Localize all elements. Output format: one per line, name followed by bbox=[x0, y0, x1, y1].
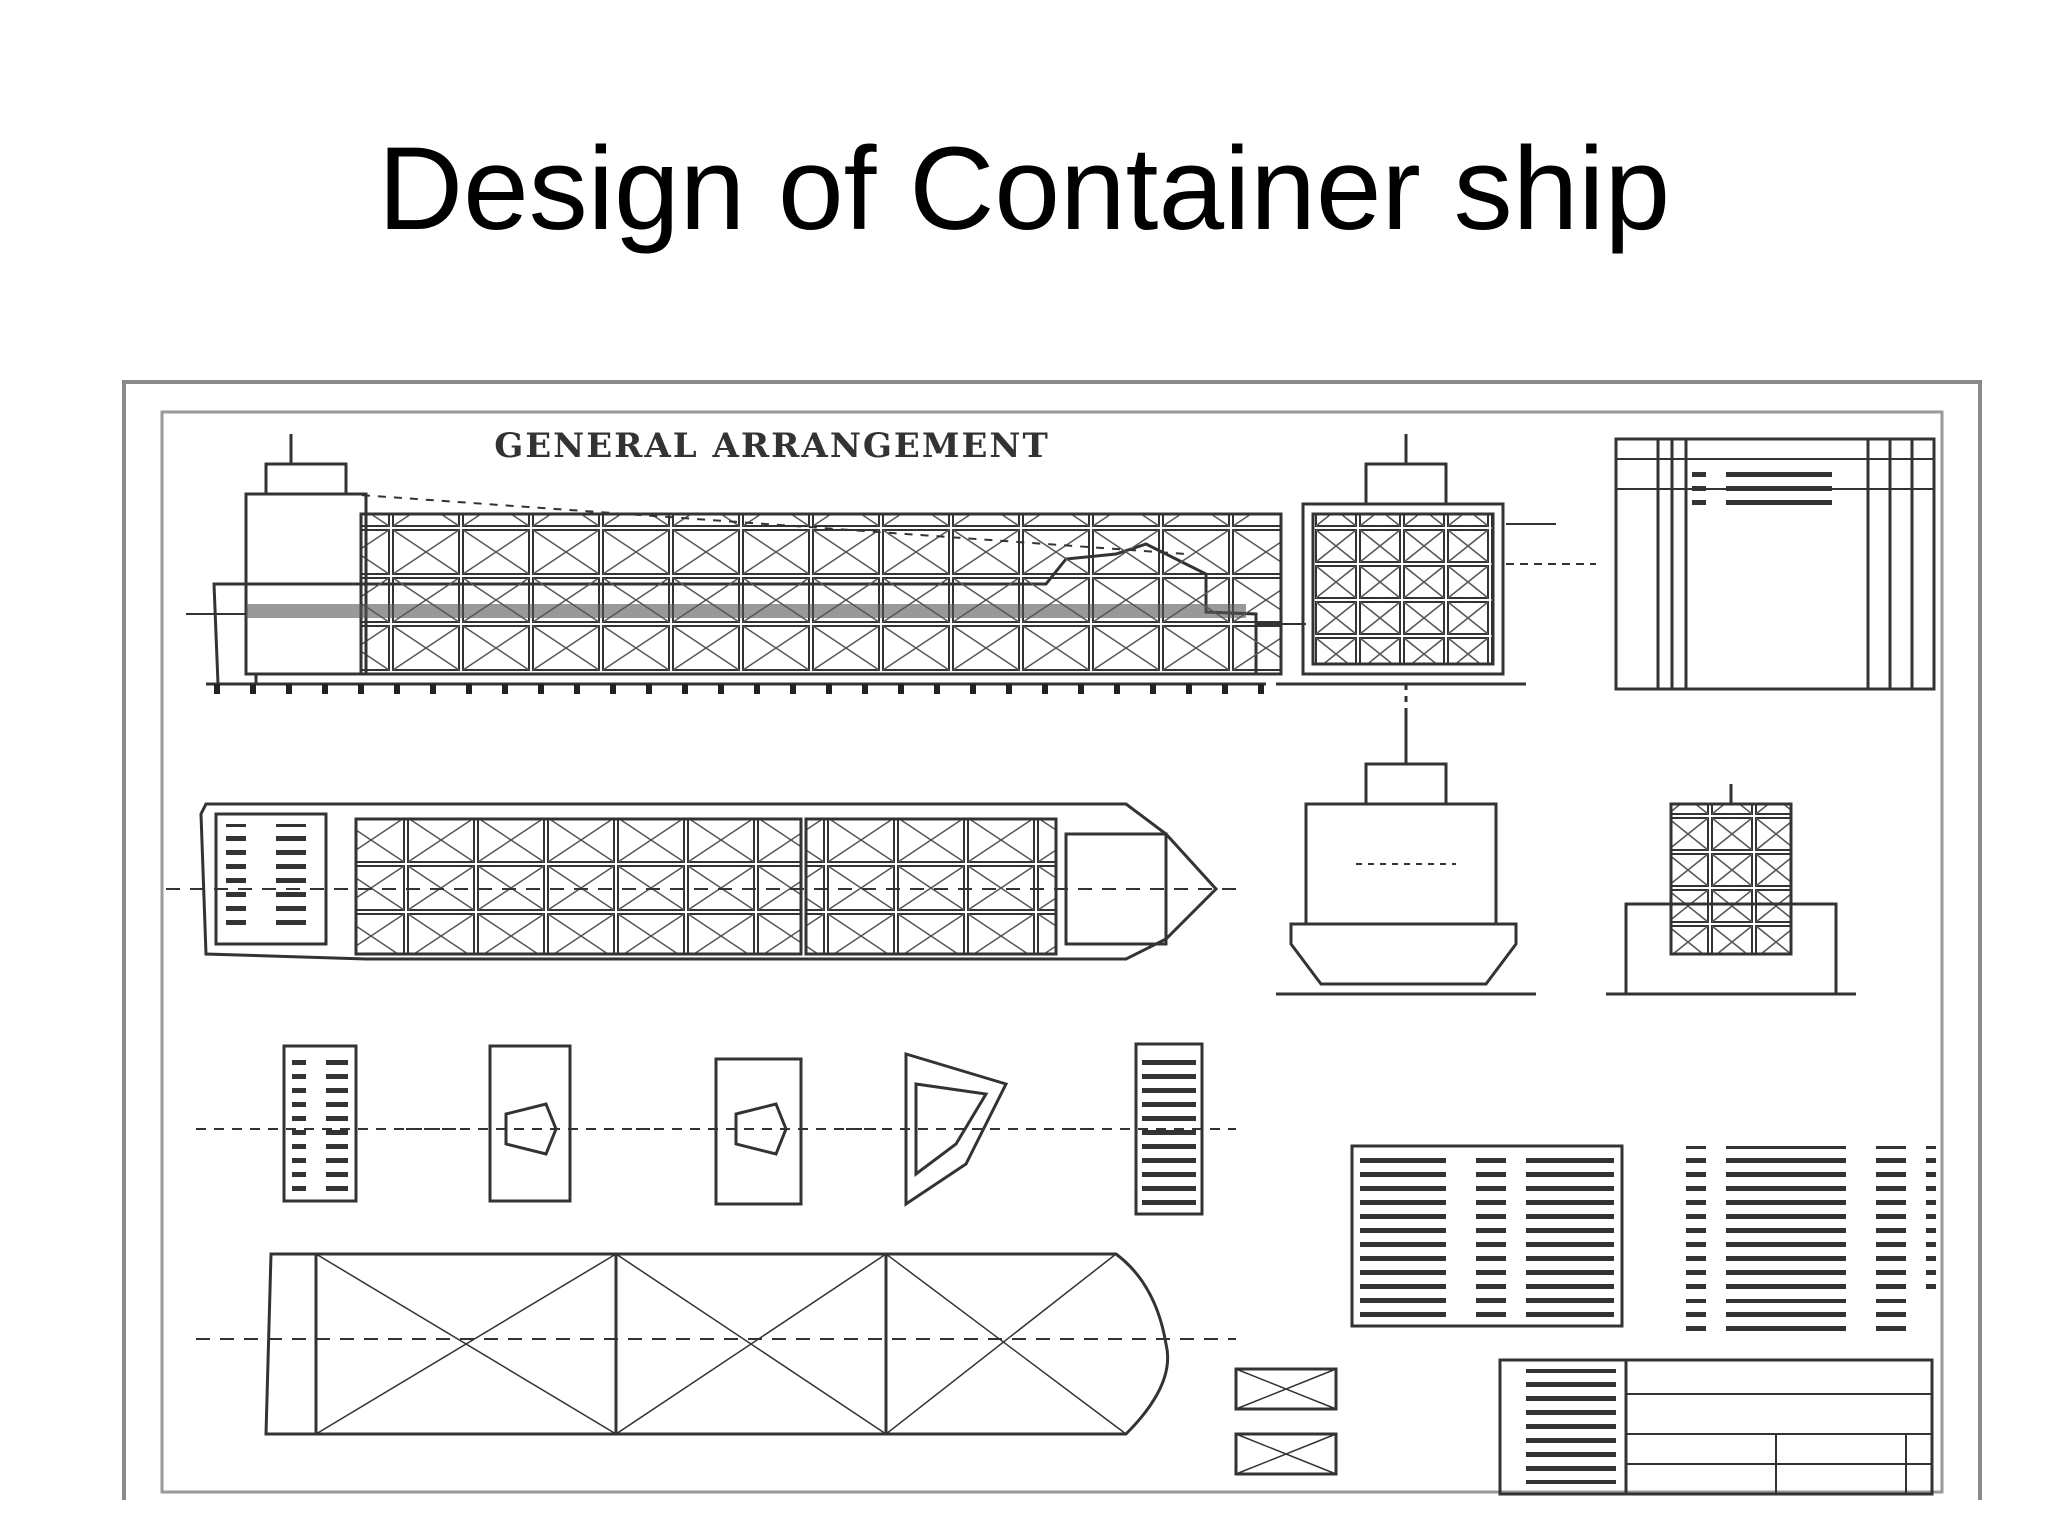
midship-section-1 bbox=[1276, 434, 1596, 714]
inner-border bbox=[160, 410, 1944, 1494]
slide-title: Design of Container ship bbox=[377, 123, 1671, 255]
title-block bbox=[1498, 1358, 1934, 1496]
profile-view bbox=[186, 434, 1306, 694]
legend-boxes bbox=[1234, 1367, 1338, 1476]
particulars-table bbox=[1350, 1144, 1624, 1328]
tank-top-plan bbox=[196, 1252, 1236, 1436]
drawing-canvas bbox=[160, 410, 1944, 1496]
end-section bbox=[1606, 784, 1856, 996]
midship-section-2 bbox=[1276, 714, 1536, 996]
revision-table bbox=[1614, 437, 1936, 691]
detail-sections bbox=[196, 1042, 1236, 1216]
principal-dimensions bbox=[1686, 1146, 1936, 1339]
plan-view bbox=[166, 802, 1236, 961]
sheet-title: GENERAL ARRANGEMENT bbox=[494, 426, 1050, 466]
general-arrangement-drawing: GENERAL ARRANGEMENT bbox=[122, 380, 1982, 1500]
